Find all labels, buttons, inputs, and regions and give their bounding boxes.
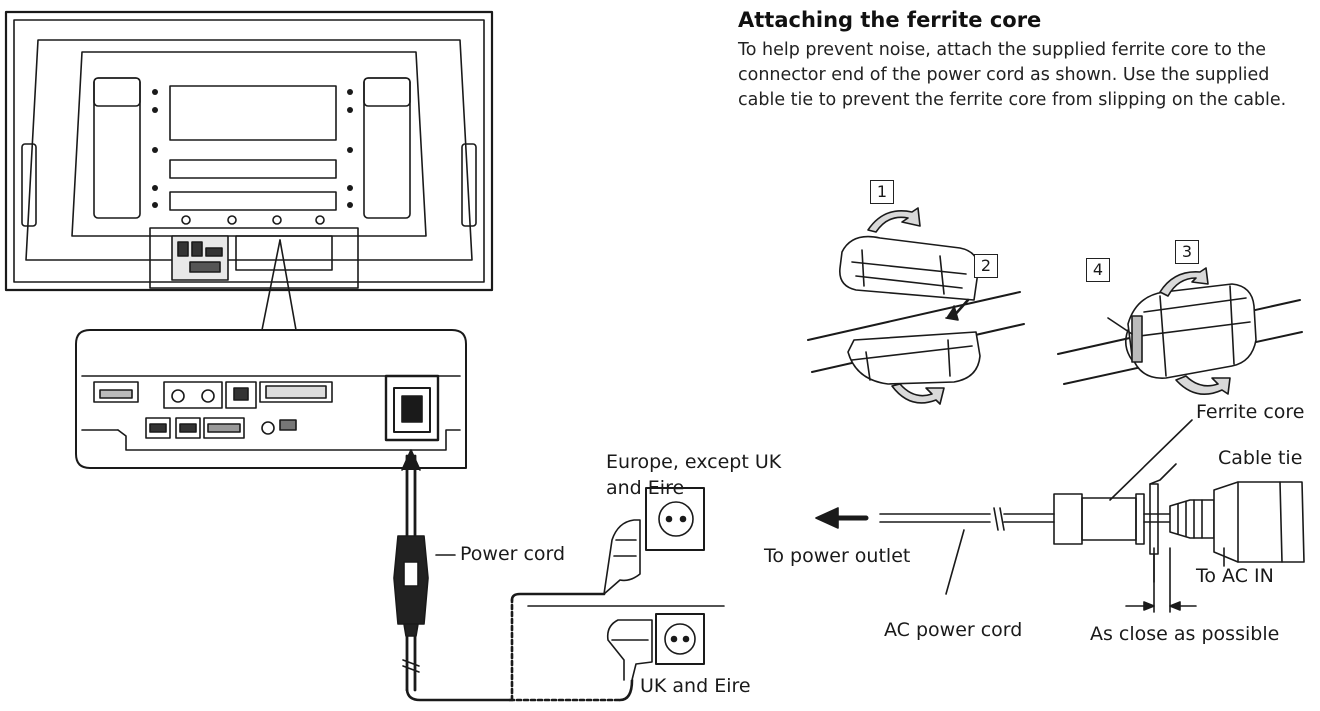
ferrite-closed-illustration: [1057, 267, 1303, 396]
label-ferrite-core: Ferrite core: [1196, 401, 1305, 423]
instruction-paragraph: To help prevent noise, attach the suppli…: [738, 40, 1287, 110]
label-power-cord: Power cord: [460, 543, 566, 565]
zoom-line: [279, 239, 297, 331]
label-uk: UK and Eire: [640, 675, 751, 697]
step-number-3: 3: [1175, 240, 1199, 264]
label-cable-tie: Cable tie: [1218, 447, 1303, 469]
label-to-power-outlet: To power outlet: [764, 545, 911, 567]
step-number-4: 4: [1086, 258, 1110, 282]
europe-plug-illustration: [527, 487, 725, 607]
step-number-2: 2: [974, 254, 998, 278]
label-europe: Europe, except UK: [606, 451, 782, 473]
label-as-close: As close as possible: [1090, 623, 1280, 645]
ferrite-on-cord-illustration: [815, 419, 1305, 613]
label-to-ac-in: To AC IN: [1196, 565, 1274, 587]
uk-plug-illustration: [606, 613, 705, 681]
ferrite-open-illustration: [807, 207, 1025, 405]
terminal-panel-zoom: [75, 329, 467, 469]
tv-rear-illustration: [4, 10, 494, 292]
section-heading: Attaching the ferrite core: [738, 8, 1042, 32]
power-cord-left: [393, 449, 634, 702]
zoom-line: [261, 239, 281, 331]
label-europe-line2: and Eire: [606, 477, 685, 499]
label-ac-power-cord: AC power cord: [884, 619, 1023, 641]
step-number-1: 1: [870, 180, 894, 204]
